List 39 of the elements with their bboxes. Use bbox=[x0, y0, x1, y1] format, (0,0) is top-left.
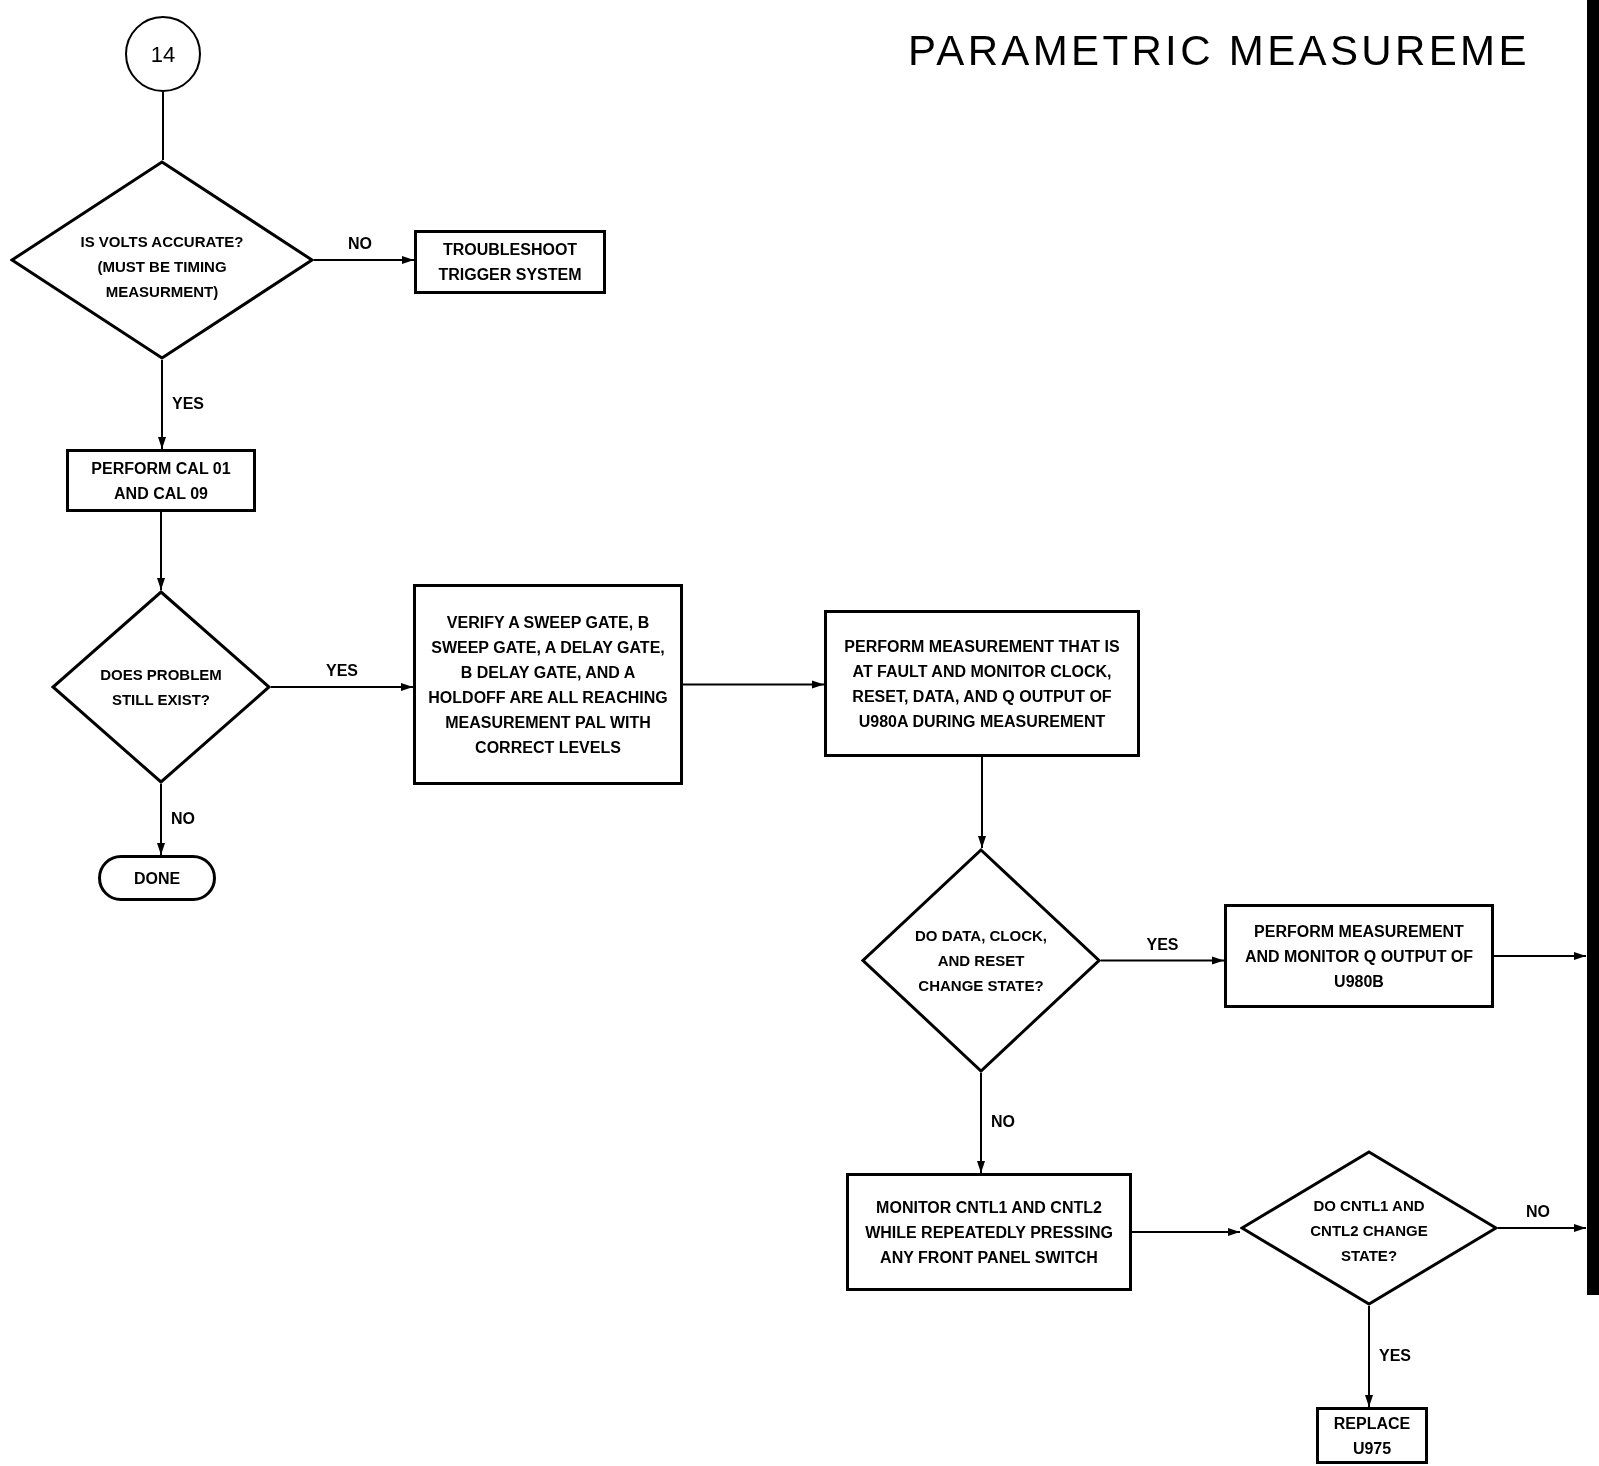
arrow bbox=[978, 756, 986, 849]
process-box bbox=[66, 449, 256, 512]
process-box bbox=[824, 610, 1140, 757]
node-text: PERFORM MEASUREMENT AND MONITOR Q OUTPUT OF U980B bbox=[1243, 921, 1475, 992]
arrow bbox=[313, 256, 415, 264]
process-box bbox=[1224, 904, 1494, 1008]
connector-line bbox=[162, 91, 164, 161]
process-box bbox=[414, 230, 606, 294]
node-text: MONITOR CNTL1 AND CNTL2 WHILE REPEATEDLY PRESSING ANY FRONT PANEL SWITCH bbox=[864, 1197, 1114, 1268]
arrow bbox=[157, 783, 165, 856]
decision-diamond bbox=[861, 848, 1101, 1073]
node-text: REPLACE U975 bbox=[1332, 1413, 1412, 1459]
decision-diamond bbox=[10, 160, 314, 360]
arrow bbox=[1497, 1224, 1587, 1232]
arrow bbox=[977, 1072, 985, 1174]
arrow bbox=[157, 511, 165, 591]
arrow bbox=[1365, 1305, 1373, 1408]
node-text: DONE bbox=[132, 868, 182, 889]
node-text: DO CNTL1 AND CNTL2 CHANGE STATE? bbox=[1309, 1195, 1429, 1266]
decision-diamond bbox=[1240, 1150, 1498, 1306]
node-text: PERFORM CAL 01 AND CAL 09 bbox=[90, 458, 232, 504]
title: PARAMETRIC MEASUREME bbox=[908, 30, 1530, 72]
node-text: PERFORM MEASUREMENT THAT IS AT FAULT AND MONITOR CLOCK, RESET, DATA, AND Q OUTPUT OF U980A DURING MEASUREMENT bbox=[843, 636, 1121, 732]
node-text: DO DATA, CLOCK, AND RESET CHANGE STATE? bbox=[914, 926, 1048, 996]
node-text: TROUBLESHOOT TRIGGER SYSTEM bbox=[437, 240, 583, 285]
process-box bbox=[413, 584, 683, 785]
arrow bbox=[1131, 1228, 1241, 1236]
arrow bbox=[158, 359, 166, 450]
arrow bbox=[1493, 952, 1587, 960]
arrow bbox=[270, 683, 414, 691]
decision-diamond bbox=[51, 590, 271, 784]
node-text: VERIFY A SWEEP GATE, B SWEEP GATE, A DELAY GATE, B DELAY GATE, AND A HOLDOFF ARE ALL REACHING MEASUREMENT PAL WITH CORRECT LEVELS bbox=[427, 612, 669, 758]
node-text: DOES PROBLEM STILL EXIST? bbox=[99, 665, 223, 710]
node-text: 14 bbox=[149, 41, 177, 67]
arrow bbox=[682, 680, 825, 689]
process-box bbox=[1316, 1407, 1428, 1464]
node-text: IS VOLTS ACCURATE? (MUST BE TIMING MEASURMENT) bbox=[79, 231, 245, 302]
arrow bbox=[1100, 956, 1225, 965]
process-box bbox=[846, 1173, 1132, 1291]
